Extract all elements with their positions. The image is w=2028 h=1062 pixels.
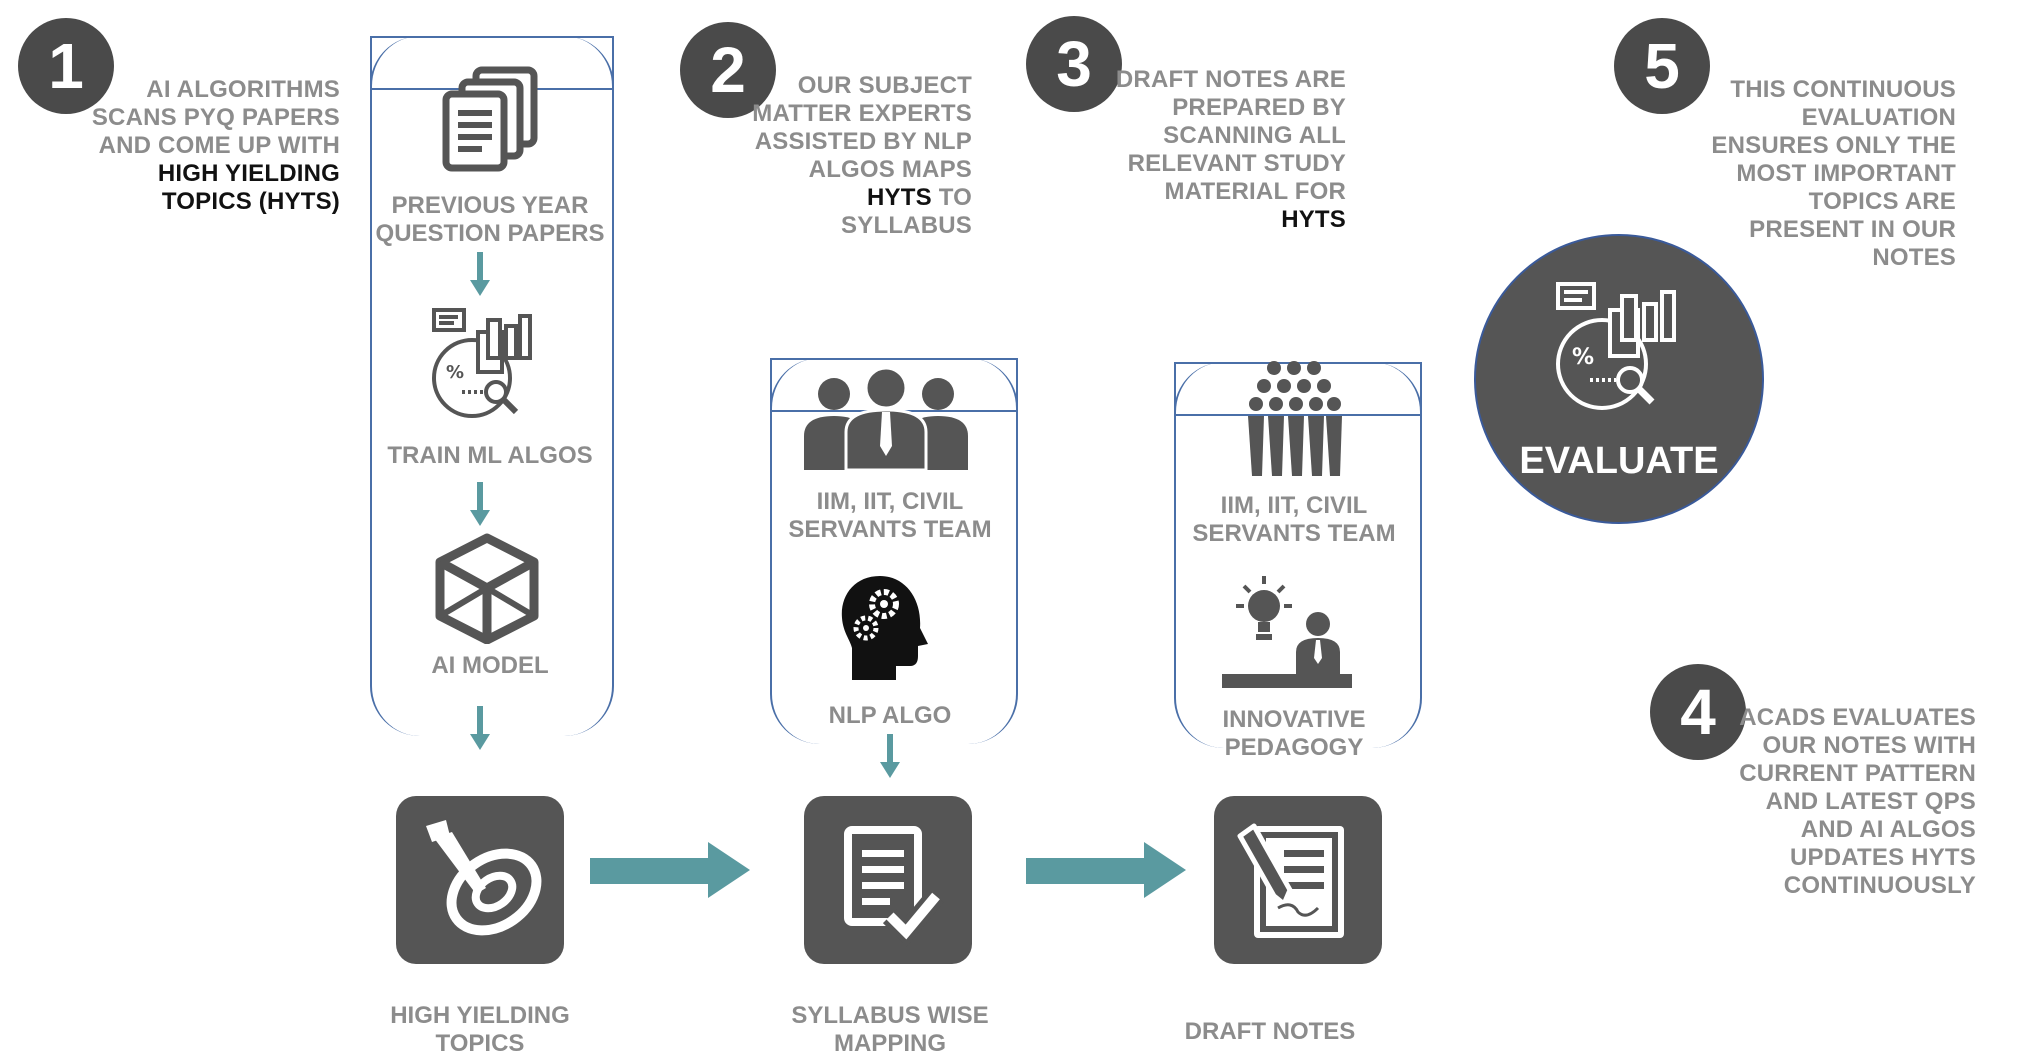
previous-papers-label: PREVIOUS YEAR QUESTION PAPERS [375, 192, 605, 247]
step-1-highlight: HIGH YIELDING TOPICS (HYTS) [157, 160, 340, 215]
step-2-highlight: HYTS [867, 184, 932, 211]
arrow-down-1 [470, 252, 490, 296]
step-2-badge: 2 [680, 22, 776, 118]
step-2-description: OUR SUBJECT MATTER EXPERTS ASSISTED BY N… [740, 72, 972, 240]
step-4-description: ACADS EVALUATES OUR NOTES WITH CURRENT P… [1739, 704, 1976, 899]
brain-gears-icon [836, 574, 936, 682]
arrow-down-2 [470, 482, 490, 526]
svg-text:%: % [446, 362, 464, 383]
svg-text:%: % [1572, 345, 1594, 370]
step-1-text: AI ALGORITHMS SCANS PYQ PAPERS AND COME … [91, 76, 340, 159]
analytics-icon: % [428, 306, 548, 424]
high-yielding-topics-label: HIGH YIELDING TOPICS [390, 1002, 570, 1057]
nlp-algo-label: NLP ALGO [828, 702, 952, 729]
arrow-down-3 [470, 706, 490, 750]
step-3-text: DRAFT NOTES ARE PREPARED BY SCANNING ALL… [1115, 66, 1346, 205]
innovative-pedagogy-label: INNOVATIVE PEDAGOGY [1222, 706, 1366, 761]
high-yielding-topics-box [396, 796, 564, 964]
cube-icon [432, 532, 542, 644]
document-edit-icon [1237, 823, 1344, 938]
evaluate-circle: % EVALUATE [1474, 234, 1764, 524]
team-label-3: IIM, IIT, CIVIL SERVANTS TEAM [1192, 492, 1396, 547]
evaluate-label: EVALUATE [1519, 440, 1719, 482]
step-1-description: AI ALGORITHMS SCANS PYQ PAPERS AND COME … [70, 76, 340, 216]
step-3-badge: 3 [1026, 16, 1122, 112]
arrow-right-1 [590, 842, 750, 898]
step-2-text: OUR SUBJECT MATTER EXPERTS ASSISTED BY N… [752, 72, 972, 183]
ai-model-label: AI MODEL [431, 652, 549, 679]
arrow-right-2 [1026, 842, 1186, 898]
team-label-2: IIM, IIT, CIVIL SERVANTS TEAM [788, 488, 992, 543]
pedagogy-icon [1222, 574, 1352, 692]
checklist-icon [844, 826, 944, 947]
syllabus-mapping-label: SYLLABUS WISE MAPPING [791, 1002, 989, 1057]
step-4-badge: 4 [1650, 664, 1746, 760]
arrow-down-4 [880, 734, 900, 778]
step-1-badge: 1 [18, 18, 114, 114]
step-2-text-end: TO SYLLABUS [841, 184, 972, 239]
documents-icon [440, 66, 540, 176]
step-5-badge: 5 [1614, 18, 1710, 114]
step-5-description: THIS CONTINUOUS EVALUATION ENSURES ONLY … [1711, 76, 1956, 271]
draft-notes-label: DRAFT NOTES [1184, 1018, 1356, 1045]
analytics-icon: % [1556, 282, 1676, 410]
draft-notes-box [1214, 796, 1382, 964]
train-algos-label: TRAIN ML ALGOS [387, 442, 593, 469]
team-icon [800, 366, 972, 470]
syllabus-mapping-box [804, 796, 972, 964]
target-icon [426, 820, 542, 936]
step-3-description: DRAFT NOTES ARE PREPARED BY SCANNING ALL… [1106, 66, 1346, 234]
crowd-icon [1246, 360, 1342, 478]
step-3-highlight: HYTS [1281, 206, 1346, 233]
